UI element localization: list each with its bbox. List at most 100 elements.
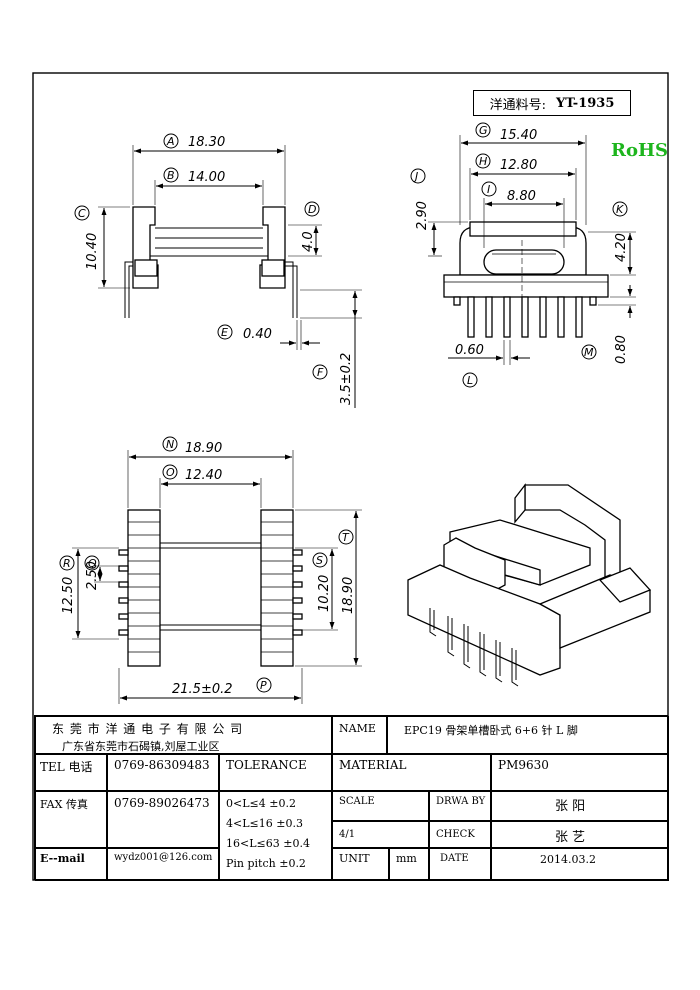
tolerance-row: Pin pitch ±0.2 xyxy=(226,857,306,870)
fax-label-cell: FAX 传真 xyxy=(35,791,107,848)
unit-value: mm xyxy=(396,852,417,865)
top-view-pins xyxy=(118,549,303,636)
dim-o-value: 12.40 xyxy=(185,468,222,483)
dim-t-value: 18.90 xyxy=(341,577,356,614)
ref-s: S xyxy=(312,552,328,568)
ref-e: E xyxy=(217,324,233,340)
tolerance-label: TOLERANCE xyxy=(226,758,307,772)
svg-text:S: S xyxy=(316,554,323,567)
svg-text:C: C xyxy=(78,207,86,220)
svg-text:F: F xyxy=(317,366,324,379)
ref-h: H xyxy=(475,153,491,169)
ref-i: I xyxy=(481,181,497,197)
ref-c: C xyxy=(74,205,90,221)
front-view xyxy=(124,206,298,318)
dim-a-value: 18.30 xyxy=(188,135,225,150)
name-label: NAME xyxy=(339,722,376,735)
tel-value-cell: 0769-86309483 xyxy=(107,754,219,791)
name-value: EPC19 骨架单槽卧式 6+6 针 L 脚 xyxy=(404,724,578,737)
side-dimensions xyxy=(428,135,636,365)
dim-g-value: 15.40 xyxy=(500,128,537,143)
scale-label: SCALE xyxy=(339,796,375,807)
check-value-cell: 张 艺 xyxy=(491,821,669,848)
dim-f-value: 3.5±0.2 xyxy=(339,353,354,405)
isometric-view xyxy=(407,483,652,687)
name-value-cell: EPC19 骨架单槽卧式 6+6 针 L 脚 xyxy=(387,716,669,754)
fax-value: 0769-89026473 xyxy=(114,796,210,810)
top-view-dimensions xyxy=(72,450,362,704)
unit-label-cell: UNIT xyxy=(332,848,389,881)
check-label-cell: CHECK xyxy=(429,821,491,848)
svg-text:B: B xyxy=(167,169,175,182)
svg-text:I: I xyxy=(487,183,490,196)
fax-label: FAX 传真 xyxy=(40,798,88,811)
svg-text:K: K xyxy=(616,203,624,216)
dim-r-value: 12.50 xyxy=(61,577,76,614)
ref-l: L xyxy=(462,372,478,388)
part-number-box: 洋通料号: YT-1935 xyxy=(473,90,631,116)
fax-value-cell: 0769-89026473 xyxy=(107,791,219,848)
material-label: MATERIAL xyxy=(339,758,407,772)
svg-text:G: G xyxy=(479,124,488,137)
date-value-cell: 2014.03.2 xyxy=(491,848,669,881)
dim-m-value: 0.80 xyxy=(614,335,629,364)
ref-o: O xyxy=(162,464,178,480)
name-label-cell: NAME xyxy=(332,716,387,754)
unit-label: UNIT xyxy=(339,852,370,865)
ref-f: F xyxy=(312,364,328,380)
isometric-pins xyxy=(429,608,519,687)
ref-q: Q xyxy=(84,555,100,571)
company-cell: 东 莞 市 洋 通 电 子 有 限 公 司 广东省东莞市石碣镇,刘屋工业区 xyxy=(35,716,332,754)
dim-n-value: 18.90 xyxy=(185,441,222,456)
check-value: 张 艺 xyxy=(555,830,586,845)
email-value-cell: wydz001@126.com xyxy=(107,848,219,881)
date-value: 2014.03.2 xyxy=(540,853,596,866)
svg-text:R: R xyxy=(63,557,71,570)
svg-text:E: E xyxy=(221,326,228,339)
tolerance-rows-cell: 0<L≤4 ±0.2 4<L≤16 ±0.3 16<L≤63 ±0.4 Pin … xyxy=(219,791,332,881)
drawn-label-cell: DRWA BY xyxy=(429,791,491,821)
ref-d: D xyxy=(304,201,320,217)
ref-a: A xyxy=(163,133,179,149)
company-name: 东 莞 市 洋 通 电 子 有 限 公 司 xyxy=(52,722,244,736)
company-address: 广东省东莞市石碣镇,刘屋工业区 xyxy=(62,740,220,753)
tolerance-label-cell: TOLERANCE xyxy=(219,754,332,791)
ref-k: K xyxy=(612,201,628,217)
top-view xyxy=(118,509,303,667)
dim-l-value: 0.60 xyxy=(455,343,484,358)
top-view-pad-lines xyxy=(128,521,293,653)
dim-d-value: 4.0 xyxy=(301,231,316,252)
dim-k-value: 4.20 xyxy=(614,233,629,262)
email-label: E--mail xyxy=(40,852,85,865)
scale-value: 4/1 xyxy=(339,829,356,840)
part-number-label: 洋通料号: xyxy=(489,97,546,113)
ref-b: B xyxy=(163,167,179,183)
scale-value-cell: 4/1 xyxy=(332,821,429,848)
email-value: wydz001@126.com xyxy=(114,852,213,863)
ref-m: M xyxy=(581,344,597,360)
ref-g: G xyxy=(475,122,491,138)
rohs-mark: RoHS xyxy=(611,140,668,161)
dimension-labels: 18.30 14.00 10.40 4.0 0.40 3.5±0.2 15.40… xyxy=(61,128,629,697)
material-label-cell: MATERIAL xyxy=(332,754,491,791)
dim-b-value: 14.00 xyxy=(188,170,225,185)
svg-text:Q: Q xyxy=(88,557,97,570)
ref-n: N xyxy=(162,436,178,452)
drawn-value-cell: 张 阳 xyxy=(491,791,669,821)
ref-t: T xyxy=(338,529,354,545)
material-value-cell: PM9630 xyxy=(491,754,669,791)
svg-text:H: H xyxy=(479,155,487,168)
svg-text:M: M xyxy=(584,346,594,359)
svg-text:N: N xyxy=(166,438,174,451)
email-label-cell: E--mail xyxy=(35,848,107,881)
tel-value: 0769-86309483 xyxy=(114,758,210,772)
drawn-value: 张 阳 xyxy=(555,799,586,814)
svg-text:O: O xyxy=(166,466,175,479)
tel-label-cell: TEL 电话 xyxy=(35,754,107,791)
side-pins xyxy=(453,296,597,338)
dim-i-value: 8.80 xyxy=(507,189,536,204)
date-label-cell: DATE xyxy=(429,848,491,881)
dim-h-value: 12.80 xyxy=(500,158,537,173)
svg-text:L: L xyxy=(467,374,473,387)
